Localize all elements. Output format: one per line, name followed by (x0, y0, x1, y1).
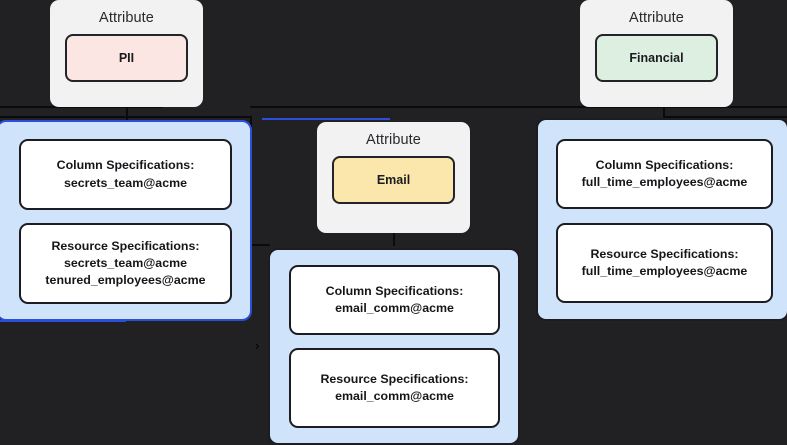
spec-box-email-column[interactable]: Column Specifications: email_comm@acme (289, 265, 500, 335)
spec-box-email-resource[interactable]: Resource Specifications: email_comm@acme (289, 348, 500, 428)
edge-email-drop (393, 228, 395, 246)
attribute-card-title: Attribute (99, 10, 154, 26)
spec-box-pii-resource[interactable]: Resource Specifications: secrets_team@ac… (19, 223, 232, 304)
spec-box-heading: Column Specifications: (325, 283, 464, 298)
spec-box-value: email_comm@acme (335, 301, 454, 315)
spec-box-pii-column[interactable]: Column Specifications: secrets_team@acme (19, 139, 232, 210)
spec-box-value: email_comm@acme (335, 389, 454, 403)
spec-box-value: secrets_team@acme (64, 175, 187, 190)
spec-box-financial-column[interactable]: Column Specifications: full_time_employe… (556, 139, 773, 209)
edge-pii-to-group-horizontal (0, 106, 163, 108)
spec-group-pii[interactable]: Column Specifications: secrets_team@acme… (0, 120, 252, 321)
spec-box-heading: Resource Specifications: (320, 371, 469, 386)
spec-box-value: full_time_employees@acme (581, 264, 748, 278)
attribute-card-financial[interactable]: Attribute Financial (580, 0, 733, 107)
spec-box-heading: Column Specifications: (595, 157, 734, 172)
attribute-chip-financial[interactable]: Financial (595, 34, 718, 82)
edge-pii-drop (126, 106, 128, 120)
edge-arrow-icon: › (255, 338, 260, 353)
edge-bus-right-lower (663, 116, 787, 118)
spec-box-value: secrets_team@acme (64, 255, 187, 270)
spec-box-heading: Resource Specifications: (590, 246, 739, 261)
spec-box-financial-resource[interactable]: Resource Specifications: full_time_emplo… (556, 223, 773, 303)
edge-bus-right (570, 106, 787, 108)
spec-box-value: tenured_employees@acme (45, 273, 206, 288)
edge-bus-center (250, 106, 570, 108)
edge-pii-trunk (0, 116, 250, 118)
spec-box-heading: Resource Specifications: (51, 238, 200, 253)
edge-financial-drop (663, 106, 665, 120)
attribute-card-pii[interactable]: Attribute PII (50, 0, 203, 107)
spec-group-email[interactable]: Column Specifications: email_comm@acme R… (268, 248, 520, 445)
attribute-chip-email[interactable]: Email (332, 156, 455, 204)
spec-group-financial[interactable]: Column Specifications: full_time_employe… (536, 118, 787, 321)
attribute-card-email[interactable]: Attribute Email (317, 122, 470, 233)
edge-selected-top (262, 118, 390, 120)
spec-box-heading: Column Specifications: (56, 158, 195, 173)
attribute-card-title: Attribute (629, 10, 684, 26)
attribute-card-title: Attribute (366, 132, 421, 148)
edge-email-branch (250, 244, 270, 246)
attribute-chip-pii[interactable]: PII (65, 34, 188, 82)
edge-selected-bottom (0, 320, 126, 322)
spec-box-value: full_time_employees@acme (581, 175, 748, 189)
